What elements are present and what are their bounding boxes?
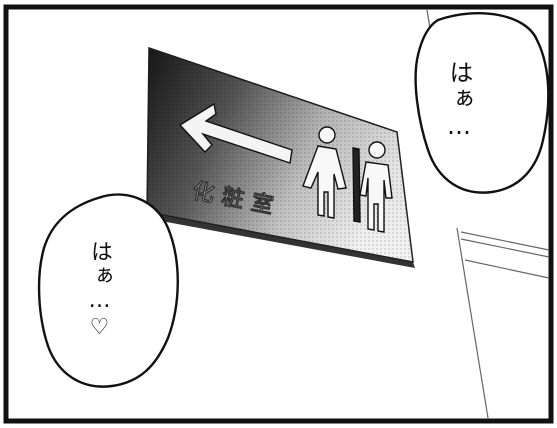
sign-edge: [145, 212, 415, 268]
speech-bubble-left: [37, 193, 179, 388]
speech-bubble-right: [414, 12, 550, 194]
speech-bubble-right-text: はぁ…: [445, 60, 473, 142]
left-arrow-icon: [178, 102, 293, 164]
speech-bubble-left-text: はぁ…♡: [87, 240, 112, 342]
restroom-figures-icon: [302, 126, 393, 233]
